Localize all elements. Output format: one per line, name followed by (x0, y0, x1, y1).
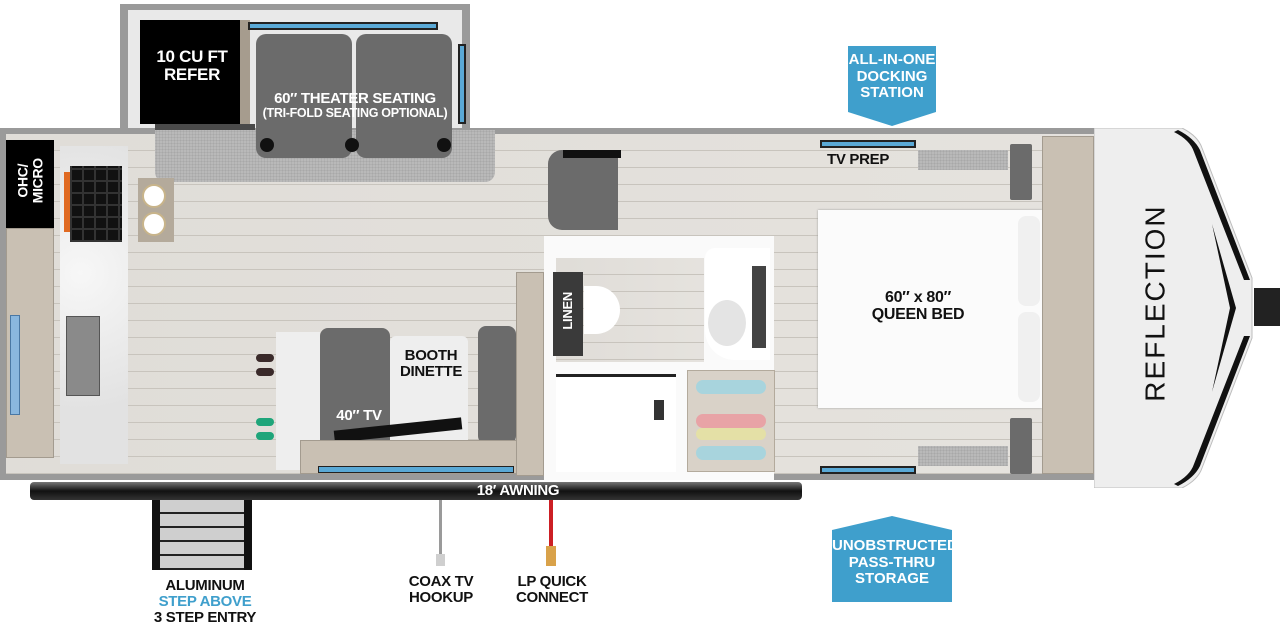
queen-bed (818, 210, 1042, 408)
kitchen-window (10, 315, 20, 415)
linen-label: LINEN (560, 292, 576, 330)
shoes-1 (256, 354, 274, 362)
awning (30, 482, 802, 500)
shoes-2 (256, 368, 274, 376)
linen-cabinet (553, 272, 583, 356)
shoes-3 (256, 418, 274, 426)
awning-label: 18′ AWNING (476, 482, 560, 499)
lp-line (549, 500, 553, 548)
slideout-side-window (458, 44, 466, 124)
pillow-2 (1018, 312, 1040, 402)
kitchen-sink (66, 316, 100, 396)
tv-prep-label: TV PREP (826, 151, 890, 168)
bedroom-wardrobe (1042, 136, 1094, 474)
bath-sink (708, 300, 746, 346)
towel-yellow (696, 428, 766, 440)
theater-seat-left (256, 34, 352, 158)
refrigerator (140, 20, 250, 124)
docking-station-arrow (848, 112, 936, 126)
theater-seat-right (356, 34, 452, 158)
dinette-window (318, 466, 514, 473)
cupholder-3 (437, 138, 451, 152)
nightstand-bottom (1010, 418, 1032, 474)
towel-blue-2 (696, 446, 766, 460)
docking-station-callout: ALL-IN-ONE DOCKING STATION (848, 46, 936, 112)
shower-fixture (654, 400, 664, 420)
lp-label: LP QUICK CONNECT (515, 573, 589, 606)
ohc-micro (6, 140, 54, 228)
entry-steps (152, 500, 252, 570)
shower (556, 374, 676, 472)
lp-connector (546, 546, 556, 566)
nightstand-rug-top (918, 150, 1008, 170)
plate-1 (142, 184, 166, 208)
coax-label: COAX TV HOOKUP (408, 573, 474, 606)
pantry-cabinet (516, 272, 544, 476)
plate-2 (142, 212, 166, 236)
tv-40-label: 40″ TV (336, 407, 382, 424)
cupholder-1 (260, 138, 274, 152)
towel-blue-1 (696, 380, 766, 394)
brand-logo: REFLECTION (1139, 204, 1171, 402)
stove (70, 166, 122, 242)
booth-dinette-label: BOOTH DINETTE (399, 347, 463, 380)
slideout-window (248, 22, 438, 30)
bath-mirror (752, 266, 766, 348)
nightstand-rug-bottom (918, 446, 1008, 466)
coax-connector (436, 554, 445, 566)
queen-bed-label: 60″ x 80″ QUEEN BED (871, 289, 965, 323)
theater-seating-label: 60″ THEATER SEATING (TRI-FOLD SEATING OP… (262, 90, 448, 120)
pass-thru-arrow (832, 516, 952, 530)
wardrobe (548, 150, 618, 230)
entry-label: ALUMINUM STEP ABOVE 3 STEP ENTRY (153, 577, 257, 626)
towel-red (696, 414, 766, 428)
cupholder-2 (345, 138, 359, 152)
stove-knob-strip (64, 172, 70, 232)
pass-thru-storage-callout: UNOBSTRUCTED PASS-THRU STORAGE (832, 530, 958, 602)
tv-prep-window (820, 140, 916, 148)
wardrobe-rod (563, 150, 621, 158)
refrigerator-label: 10 CU FT REFER (156, 47, 228, 84)
pillow-1 (1018, 216, 1040, 306)
dinette-bench-right (478, 326, 516, 444)
front-cap (1094, 128, 1280, 488)
nightstand-top (1010, 144, 1032, 200)
shoes-4 (256, 432, 274, 440)
coax-cable (439, 500, 442, 558)
bedroom-window-bottom (820, 466, 916, 474)
ohc-micro-label: OHC/ MICRO (14, 158, 45, 204)
